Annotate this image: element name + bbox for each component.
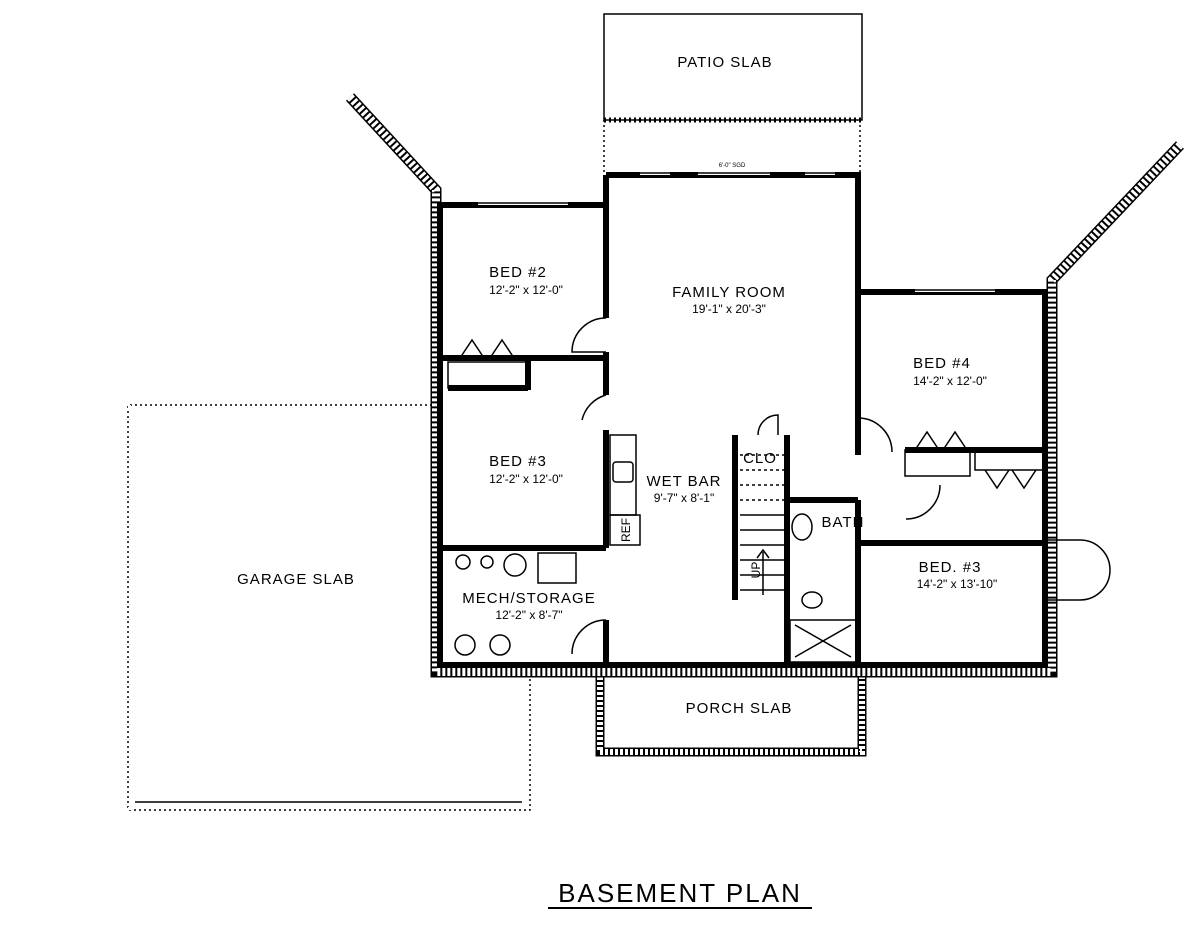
patio-slab <box>603 13 863 175</box>
family-room-size: 19'-1" x 20'-3" <box>692 302 766 316</box>
porch-slab-label: PORCH SLAB <box>686 700 793 717</box>
bed4-label: BED #4 <box>913 355 971 372</box>
garage-slab-label: GARAGE SLAB <box>237 571 355 588</box>
sliding-door-note: 6'-0" SGD <box>719 163 746 169</box>
bed2-label: BED #2 <box>489 264 547 281</box>
exterior-walls <box>437 171 1048 668</box>
stair-up-label: UP <box>749 562 763 579</box>
mech-storage-label: MECH/STORAGE <box>462 590 595 607</box>
bed4-size: 14'-2" x 12'-0" <box>913 374 987 388</box>
family-room-label: FAMILY ROOM <box>672 284 786 301</box>
closet-label: CLO <box>743 450 777 467</box>
plan-title: BASEMENT PLAN <box>558 878 802 908</box>
patio-slab-label: PATIO SLAB <box>677 54 772 71</box>
doors <box>459 317 1037 655</box>
bed3b-label: BED. #3 <box>919 559 982 576</box>
retaining-walls <box>345 93 1184 678</box>
stairs <box>740 454 785 595</box>
garage-slab <box>125 402 533 813</box>
fixtures <box>454 434 1111 656</box>
wet-bar-size: 9'-7" x 8'-1" <box>654 491 714 505</box>
porch-slab <box>595 672 867 757</box>
mech-storage-size: 12'-2" x 8'-7" <box>495 608 562 622</box>
interior-walls <box>443 205 1045 665</box>
refrigerator-label: REF <box>619 518 633 542</box>
bed3-size: 12'-2" x 12'-0" <box>489 472 563 486</box>
bed2-size: 12'-2" x 12'-0" <box>489 283 563 297</box>
wet-bar-label: WET BAR <box>646 473 721 490</box>
bath-label: BATH <box>822 514 865 531</box>
bed3b-size: 14'-2" x 13'-10" <box>917 577 997 591</box>
bed3-label: BED #3 <box>489 453 547 470</box>
